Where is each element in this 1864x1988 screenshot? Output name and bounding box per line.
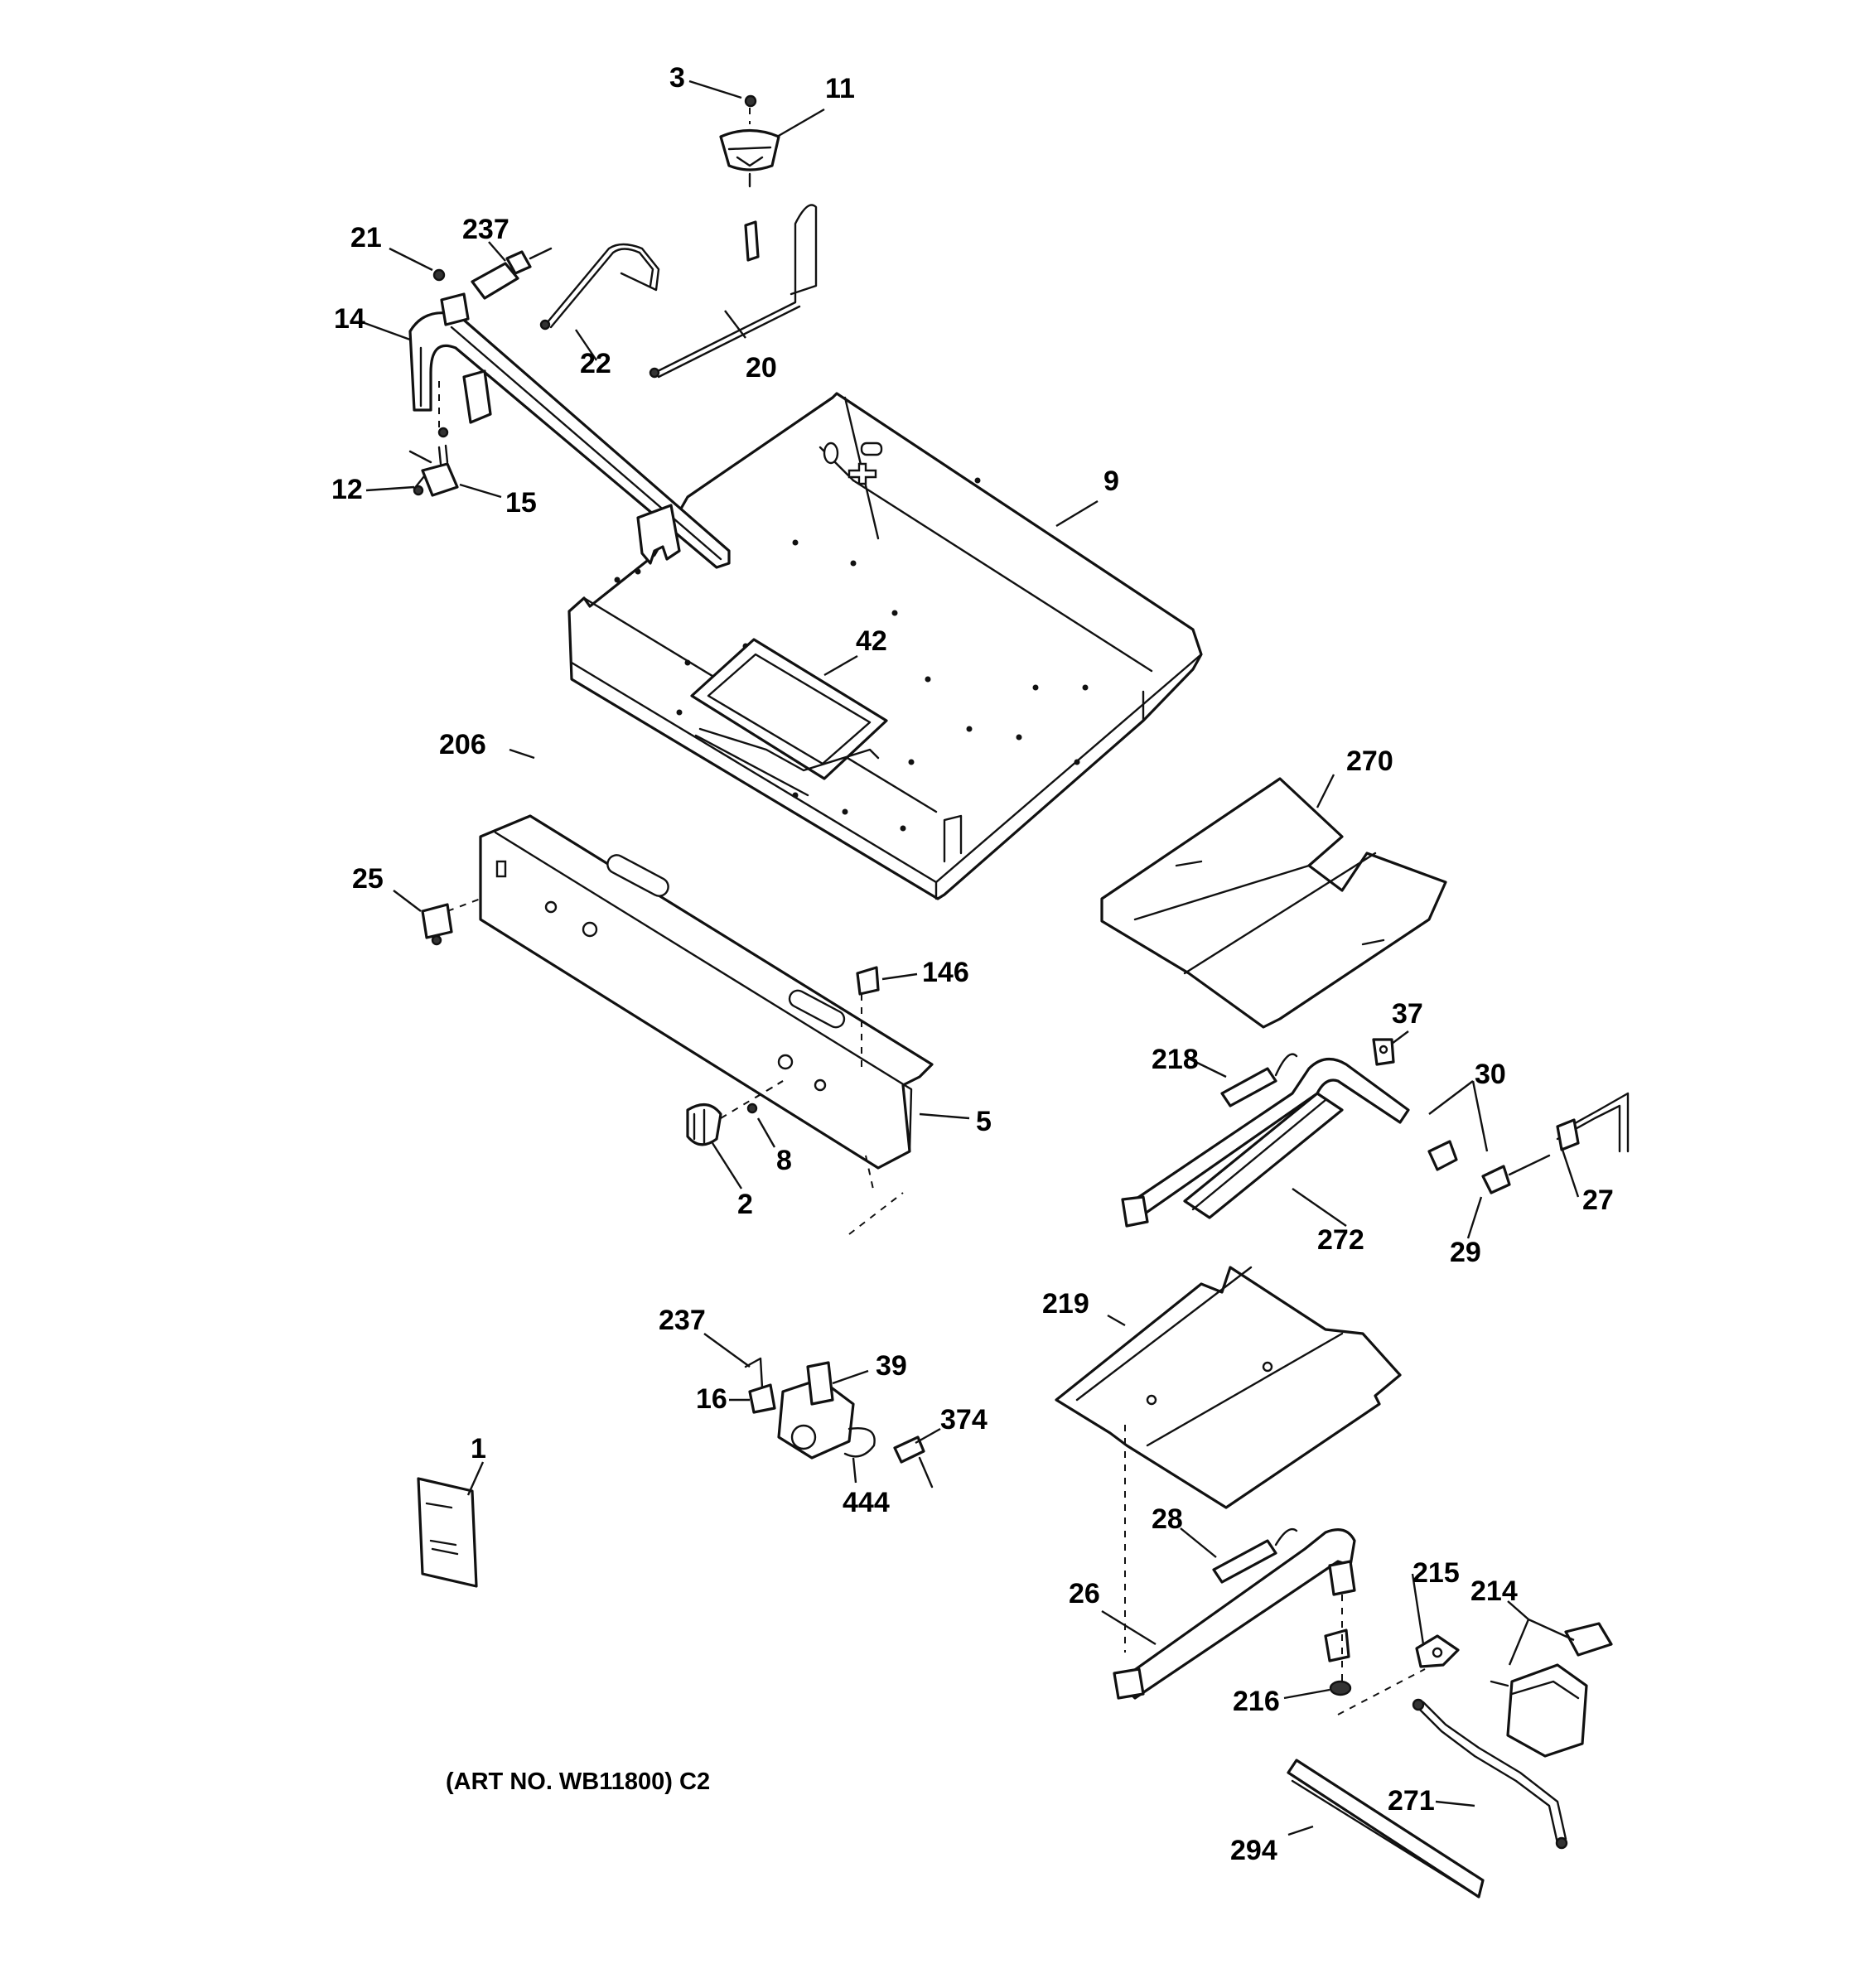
safety-valve-part-214 <box>1490 1622 1613 1758</box>
switch-part-25 <box>421 903 453 946</box>
callout-294: 294 <box>1230 1835 1277 1866</box>
callout-237-top: 237 <box>462 214 509 245</box>
callout-21: 21 <box>350 222 382 253</box>
valve-part-12-15 <box>408 427 459 497</box>
fitting-part-237-bottom <box>744 1357 764 1389</box>
callout-25: 25 <box>352 863 384 895</box>
callout-27: 27 <box>1582 1185 1614 1216</box>
heat-shield-part-270 <box>1100 777 1447 1029</box>
bracket-part-294 <box>1287 1759 1485 1899</box>
screw-part-21 <box>432 268 446 282</box>
fitting-part-237-top <box>471 247 553 300</box>
callout-16: 16 <box>696 1383 727 1415</box>
tube-part-20 <box>649 204 818 379</box>
igniter-part-218 <box>1220 1053 1298 1107</box>
callout-374: 374 <box>940 1404 988 1436</box>
callout-8: 8 <box>776 1145 792 1176</box>
knob-part-2 <box>686 1103 722 1146</box>
callout-14: 14 <box>334 303 365 335</box>
callout-444: 444 <box>843 1487 890 1518</box>
fastener-part-216 <box>1329 1680 1352 1696</box>
callout-214: 214 <box>1470 1575 1518 1607</box>
bake-burner-part-26 <box>1113 1528 1356 1700</box>
callout-270: 270 <box>1346 746 1393 777</box>
callout-271: 271 <box>1388 1785 1435 1817</box>
screw-part-8 <box>746 1103 758 1114</box>
fitting-part-16 <box>748 1383 776 1414</box>
callout-15: 15 <box>505 487 537 519</box>
callout-146: 146 <box>922 957 969 988</box>
callout-5: 5 <box>976 1106 992 1137</box>
callout-29: 29 <box>1450 1237 1481 1268</box>
access-plate-part-42 <box>690 638 888 797</box>
callout-216: 216 <box>1233 1686 1280 1717</box>
baffle-part-272 <box>1183 1092 1344 1219</box>
bracket-part-37 <box>1372 1038 1395 1066</box>
assembly-lines <box>438 108 1426 1715</box>
callout-39: 39 <box>876 1350 907 1382</box>
clip-part-146 <box>856 966 880 996</box>
callout-237-bottom: 237 <box>659 1305 706 1336</box>
callout-215: 215 <box>1412 1557 1460 1589</box>
fitting-part-374 <box>893 1436 934 1489</box>
callout-28: 28 <box>1152 1503 1183 1535</box>
callout-2: 2 <box>737 1189 753 1220</box>
callout-labels: 3 11 21 237 14 22 20 9 12 15 42 206 270 … <box>331 62 1614 1866</box>
callout-12: 12 <box>331 474 363 505</box>
art-number: (ART NO. WB11800) C2 <box>446 1768 710 1795</box>
bracket-part-215 <box>1415 1634 1460 1668</box>
callout-1: 1 <box>471 1433 486 1464</box>
callout-42: 42 <box>856 625 887 657</box>
callout-219: 219 <box>1042 1288 1089 1320</box>
callout-11: 11 <box>825 73 855 104</box>
tube-part-271 <box>1412 1698 1568 1850</box>
callout-206: 206 <box>439 729 486 760</box>
callout-218: 218 <box>1152 1044 1199 1075</box>
callout-9: 9 <box>1103 466 1119 497</box>
callout-30: 30 <box>1475 1059 1506 1090</box>
lower-shield-part-219 <box>1055 1266 1402 1509</box>
control-panel-part-5 <box>479 814 934 1170</box>
tube-part-22 <box>539 243 660 331</box>
literature-envelope-part-1 <box>417 1477 478 1588</box>
callout-20: 20 <box>746 352 777 384</box>
callout-37: 37 <box>1392 998 1423 1030</box>
thermostat-part-39 <box>777 1361 876 1460</box>
callout-272: 272 <box>1317 1224 1364 1256</box>
callout-3: 3 <box>669 62 685 94</box>
burner-cap-part-3-11 <box>719 94 780 188</box>
leader-lines <box>364 80 1580 1836</box>
manifold-pipe-part-14 <box>408 292 731 569</box>
callout-22: 22 <box>580 348 611 379</box>
bake-burner-upper <box>1121 1058 1630 1228</box>
igniter-part-28 <box>1212 1527 1298 1584</box>
callout-26: 26 <box>1069 1578 1100 1609</box>
